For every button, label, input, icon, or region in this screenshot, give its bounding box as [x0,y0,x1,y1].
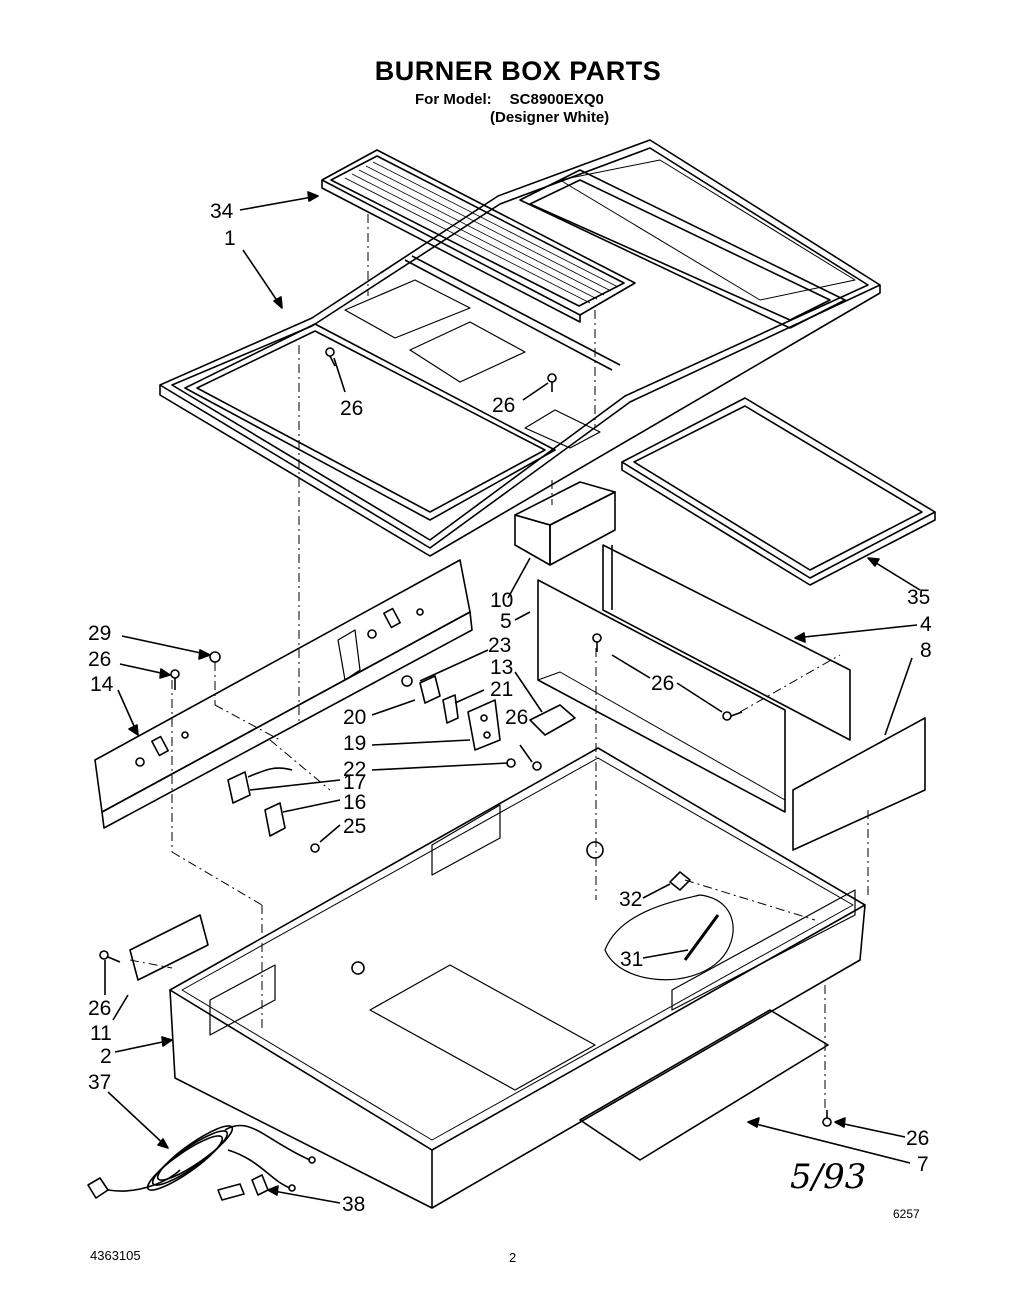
callout-11: 11 [90,1022,112,1045]
screws [99,347,832,1127]
part-2-burner-box [169,747,866,1209]
callout-37: 37 [88,1071,111,1094]
callout-16: 16 [343,791,366,814]
callout-13: 13 [490,656,513,679]
part-14-control-rail [94,559,473,829]
callout-26: 26 [651,672,674,695]
callout-31: 31 [620,948,643,971]
part-38-connector [217,1174,269,1201]
part-37-power-cord [87,1124,316,1199]
page-title: BURNER BOX PARTS [374,56,662,86]
callout-23: 23 [488,634,511,657]
part-32-31-fasteners [604,871,734,981]
callout-25: 25 [343,815,366,838]
callout-4: 4 [920,613,932,636]
switch-parts-assembly [227,675,576,853]
part-11-cover-plate [129,914,209,981]
callout-1: 1 [224,227,236,250]
model-variant: (Designer White) [490,109,610,126]
page-number: 2 [509,1250,516,1265]
model-number: SC8900EXQ0 [509,91,604,108]
part-35-tray [621,397,936,586]
callout-26: 26 [88,648,111,671]
alignment-lines [129,214,869,1110]
callout-26: 26 [340,397,363,420]
callout-10: 10 [490,589,513,612]
model-line: For Model: SC8900EXQ0 [415,91,622,108]
part-5-panel [537,579,786,813]
leader-lines [104,191,921,1204]
callout-26: 26 [88,997,111,1020]
model-label: For Model: [415,91,492,108]
callout-29: 29 [88,622,111,645]
callout-26: 26 [505,706,528,729]
callout-38: 38 [342,1193,365,1216]
callout-7: 7 [917,1153,929,1176]
callout-22: 22 [343,758,366,781]
callout-20: 20 [343,706,366,729]
handwritten-date: 5/93 [790,1157,866,1197]
footer-part-number: 4363105 [90,1248,141,1263]
callout-34: 34 [210,200,234,223]
callout-26: 26 [906,1127,929,1150]
callout-8: 8 [920,639,932,662]
part-10-bracket [514,481,616,566]
part-8-panel [792,717,926,851]
callout-2: 2 [100,1045,112,1068]
part-4-panel [602,544,851,741]
callout-17: 17 [343,771,366,794]
callout-32: 32 [619,888,642,911]
callout-19: 19 [343,732,366,755]
part-34-grille [321,149,636,323]
callout-26: 26 [492,394,515,417]
callout-21: 21 [490,678,513,701]
callout-14: 14 [90,673,114,696]
callout-35: 35 [907,586,930,609]
part-1-cooktop-frame [159,139,881,557]
callout-5: 5 [500,610,512,633]
drawing-code: 6257 [893,1207,920,1221]
